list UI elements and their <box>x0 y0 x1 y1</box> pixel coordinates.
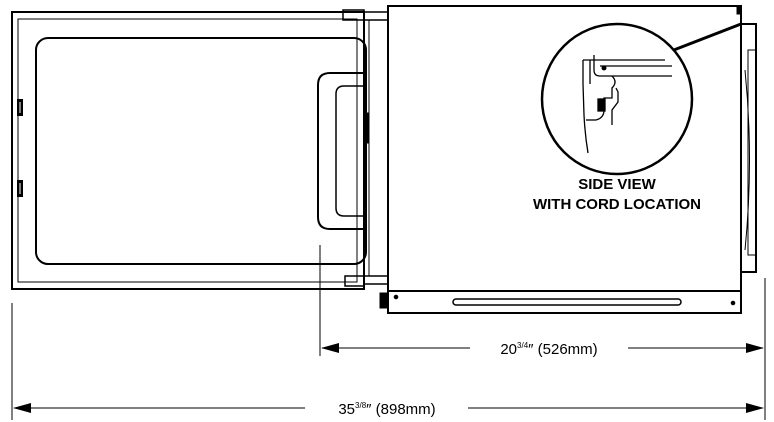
door-outer-frame <box>11 11 365 290</box>
callout-label-line1: SIDE VIEW <box>578 176 656 193</box>
overall-arrow-left <box>13 403 31 413</box>
door-handle <box>317 72 364 230</box>
depth-arrow-left <box>321 343 339 353</box>
door-inner-frame <box>17 18 358 283</box>
depth-dimension-label: 203/4″ (526mm) <box>500 341 597 358</box>
callout-label-line2: WITH CORD LOCATION <box>533 196 701 213</box>
overall-arrow-right <box>746 403 764 413</box>
cord-detail <box>582 55 672 154</box>
depth-arrow-right <box>746 343 764 353</box>
oven-body <box>363 5 757 314</box>
dimension-lines <box>11 245 766 420</box>
door-bottom-bracket <box>344 275 365 287</box>
overall-dimension-label: 353/8″ (898mm) <box>338 401 435 418</box>
magnifier-circle <box>540 22 694 176</box>
door-window <box>35 37 367 265</box>
open-door <box>11 9 389 290</box>
base-slot <box>452 298 682 306</box>
cord-location-callout: SIDE VIEW WITH CORD LOCATION <box>533 22 742 213</box>
oven-base <box>387 290 742 314</box>
